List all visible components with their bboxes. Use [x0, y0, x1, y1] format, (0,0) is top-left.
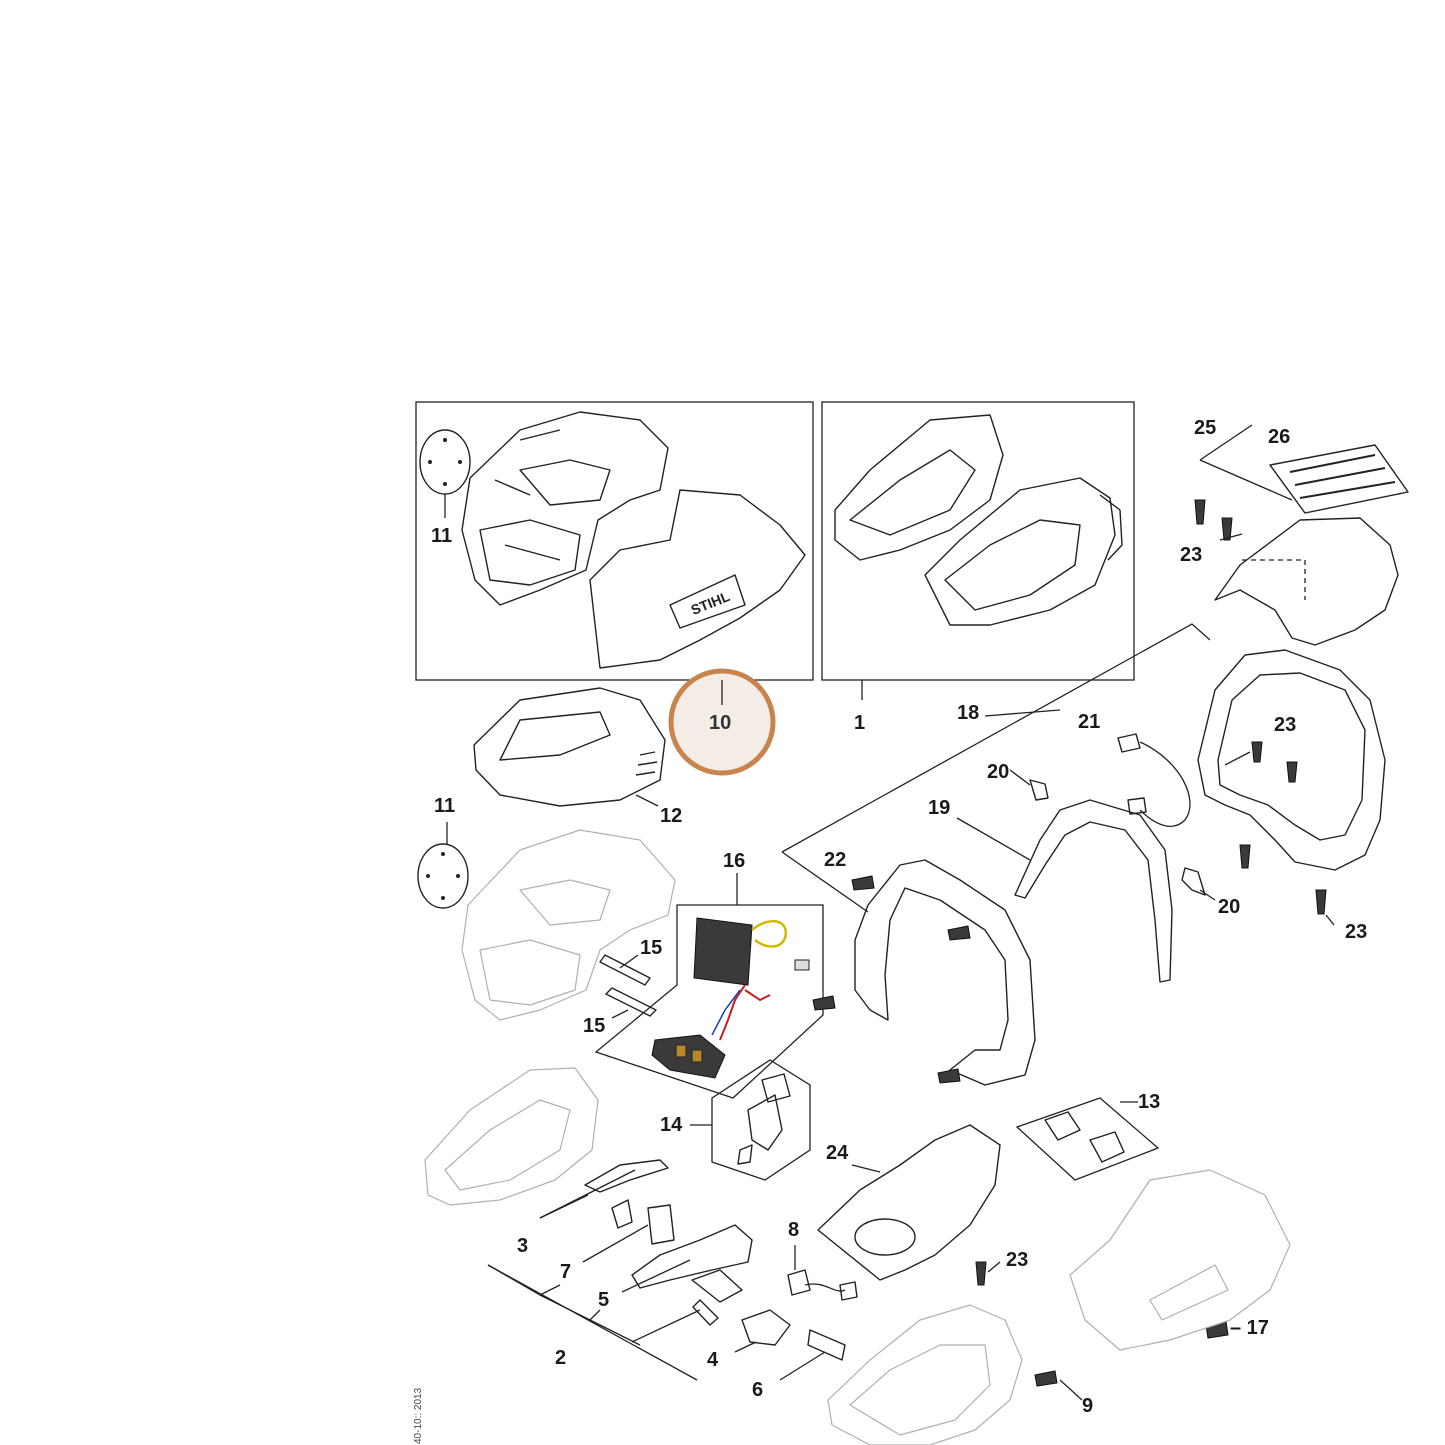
callout-21[interactable]: 21	[1078, 711, 1101, 733]
handle-half-right-kit	[924, 477, 1123, 626]
callout-6[interactable]: 6	[752, 1379, 764, 1401]
callout-26[interactable]: 26	[1268, 426, 1291, 448]
hotspot-label-10[interactable]: 10	[709, 712, 732, 734]
callout-24[interactable]: 24	[826, 1142, 849, 1164]
pads-part-13	[1015, 1097, 1160, 1181]
handle-half-ghost	[424, 1067, 599, 1206]
spring-clips-part-15	[599, 954, 657, 1019]
callout-20-lower[interactable]: 20	[1218, 896, 1241, 918]
callout-23-right[interactable]: 23	[1274, 714, 1297, 736]
callout-11[interactable]: 11	[434, 795, 456, 817]
handle-bar-leadlines	[781, 623, 1211, 913]
callout-9[interactable]: 9	[1082, 1395, 1094, 1417]
callout-18[interactable]: 18	[957, 702, 980, 724]
callout-13[interactable]: 13	[1138, 1091, 1161, 1113]
callout-2[interactable]: 2	[555, 1347, 567, 1369]
trigger-kit-part-14	[690, 1059, 811, 1181]
callout-23-top[interactable]: 23	[1180, 544, 1203, 566]
callout-17[interactable]: – 17	[1230, 1317, 1269, 1339]
label-sticker-part-26	[1269, 444, 1409, 514]
callout-15-upper[interactable]: 15	[640, 937, 663, 959]
handle-kit-frame	[821, 401, 1135, 681]
clips-part-20	[1029, 779, 1216, 901]
callout-19[interactable]: 19	[928, 797, 951, 819]
hotspot-10[interactable]	[668, 668, 776, 776]
top-cap-part-25	[1199, 424, 1399, 646]
gasket-disc-part-11	[417, 822, 469, 909]
gasket-disc-kit	[419, 429, 471, 518]
motor-housing-ghost	[461, 829, 676, 1021]
callout-12[interactable]: 12	[660, 805, 683, 827]
leadlines-misc	[987, 751, 1335, 1401]
front-handle-part-19	[854, 859, 1036, 1086]
rear-bar-part-18	[1014, 799, 1173, 983]
callout-8[interactable]: 8	[788, 1219, 800, 1241]
trigger-linkage-parts	[487, 1159, 858, 1381]
callout-22[interactable]: 22	[824, 849, 847, 871]
hotspot-highlight-ring[interactable]	[668, 668, 776, 776]
callout-25[interactable]: 25	[1194, 417, 1217, 439]
callout-1[interactable]: 1	[854, 712, 866, 734]
handle-half-left-kit	[834, 414, 1004, 561]
callout-14[interactable]: 14	[660, 1114, 683, 1136]
callout-20-upper[interactable]: 20	[987, 761, 1010, 783]
callout-3[interactable]: 3	[517, 1235, 529, 1257]
callout-5[interactable]: 5	[598, 1289, 610, 1311]
callout-15-lower[interactable]: 15	[583, 1015, 606, 1037]
screws	[812, 499, 1327, 1387]
motor-housing-kit	[461, 411, 669, 606]
handle-half-ghost-2	[827, 1304, 1023, 1445]
rear-handle-housing	[1197, 649, 1386, 871]
upper-cover-part-12	[473, 687, 666, 807]
callout-16[interactable]: 16	[723, 850, 746, 872]
stihl-cover-ghost	[1069, 1169, 1291, 1351]
callout-7[interactable]: 7	[560, 1261, 572, 1283]
callout-23-lower[interactable]: 23	[1006, 1249, 1029, 1271]
housing-kit-frame	[415, 401, 814, 681]
drawing-reference-code: 40-10:: 2013	[413, 1387, 424, 1444]
callout-23-bottom-right[interactable]: 23	[1345, 921, 1368, 943]
cable-part-21	[1117, 733, 1191, 827]
stihl-logo-kit: STIHL	[688, 588, 732, 618]
electronics-module-part-16	[594, 873, 824, 1099]
callout-4[interactable]: 4	[707, 1349, 719, 1371]
lower-cover-part-24	[817, 1124, 1001, 1281]
stihl-cover-kit: STIHL	[589, 489, 806, 669]
callout-11-kit[interactable]: 11	[431, 525, 453, 547]
